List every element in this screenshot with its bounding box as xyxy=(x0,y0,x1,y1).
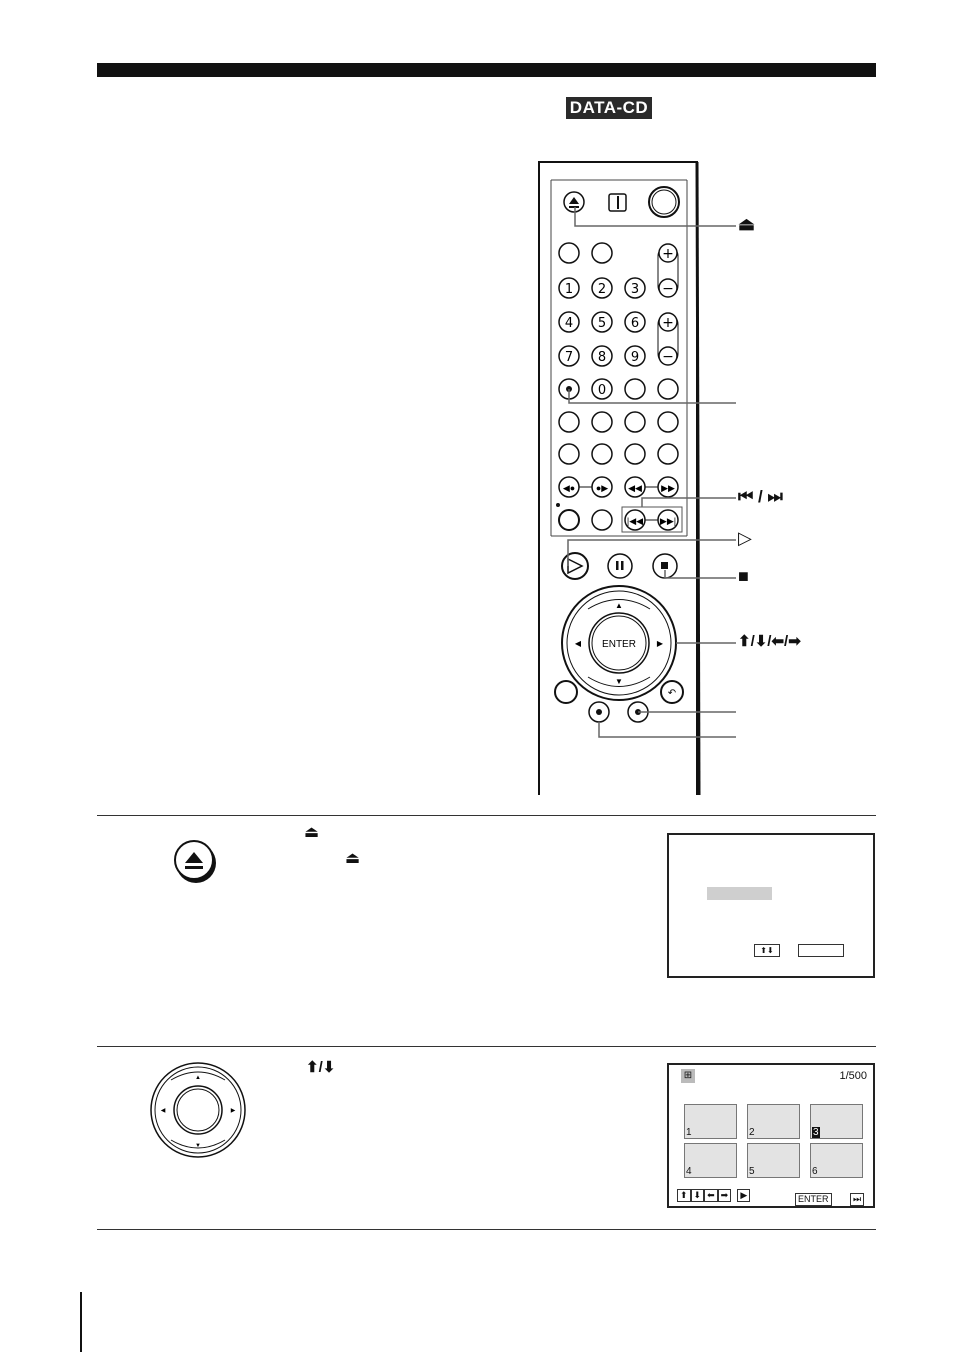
thumbnail-label: 5 xyxy=(749,1166,755,1177)
left-key-icon: ⬅ xyxy=(704,1189,718,1202)
svg-text:−: − xyxy=(662,349,674,365)
step1-eject-symbol-2: ⏏ xyxy=(345,850,361,867)
enter-key-label: ENTER xyxy=(795,1193,832,1206)
callout-eject: ⏏ xyxy=(738,214,756,234)
svg-text:▲: ▲ xyxy=(615,601,623,610)
svg-text:◀◀: ◀◀ xyxy=(628,483,642,493)
num-key-8: 8 xyxy=(598,350,606,365)
svg-text:|◀◀: |◀◀ xyxy=(627,516,643,526)
num-key-2: 2 xyxy=(598,282,606,297)
num-key-7: 7 xyxy=(565,350,573,365)
nav-keys-bar: ⬆⬇⬅➡ ▶ xyxy=(677,1189,751,1202)
callout-play: ▷ xyxy=(738,528,752,548)
thumbnail-4[interactable] xyxy=(684,1143,737,1178)
eject-button-icon xyxy=(174,840,216,883)
num-key-4: 4 xyxy=(565,316,573,331)
remote-illustration: + − + − 1 2 3 4 5 6 7 8 9 0 ◀● ●▶ ◀◀ ▶▶ xyxy=(538,161,736,796)
thumbnail-label-selected: 3 xyxy=(812,1127,820,1138)
svg-text:▶▶: ▶▶ xyxy=(661,483,675,493)
thumbnail-label: 1 xyxy=(686,1127,692,1138)
callout-stop: ■ xyxy=(738,566,749,586)
svg-text:▶▶|: ▶▶| xyxy=(660,516,676,526)
callout-arrows: ⬆/⬇/⬅/➡ xyxy=(738,633,801,650)
thumbnail-label: 2 xyxy=(749,1127,755,1138)
callout-prev-next: ⏮ / ⏭ xyxy=(738,487,783,506)
num-key-1: 1 xyxy=(565,282,573,297)
updown-key-icon: ⬆⬇ xyxy=(754,944,780,957)
page-counter: 1/500 xyxy=(839,1070,867,1082)
svg-text:◀: ◀ xyxy=(575,639,582,648)
svg-text:▶: ▶ xyxy=(657,639,664,648)
joystick-icon: ▲ ▼ ◀ ▶ xyxy=(150,1062,246,1158)
play-key-icon: ▶ xyxy=(737,1189,751,1202)
num-key-9: 9 xyxy=(631,350,639,365)
num-key-0: 0 xyxy=(598,383,606,398)
svg-text:▼: ▼ xyxy=(195,1143,201,1149)
svg-text:▲: ▲ xyxy=(195,1075,201,1081)
right-key-icon: ➡ xyxy=(717,1189,732,1202)
button-box xyxy=(798,944,844,957)
num-key-6: 6 xyxy=(631,316,639,331)
svg-text:▶: ▶ xyxy=(231,1108,236,1114)
thumbnail-3[interactable] xyxy=(810,1104,863,1139)
tv-screen-1: ⬆⬇ xyxy=(667,833,875,978)
svg-text:+: + xyxy=(662,246,674,262)
data-cd-badge: DATA-CD xyxy=(566,97,652,119)
svg-text:+: + xyxy=(662,315,674,331)
svg-text:−: − xyxy=(662,281,674,297)
svg-text:↶: ↶ xyxy=(668,688,676,699)
header-bar xyxy=(97,63,876,77)
svg-text:◀●: ◀● xyxy=(563,483,575,493)
svg-text:▼: ▼ xyxy=(615,677,623,686)
thumbnail-view-icon: ⊞ xyxy=(681,1069,695,1083)
thumbnail-2[interactable] xyxy=(747,1104,800,1139)
next-key-icon: ⏭ xyxy=(850,1193,865,1206)
thumbnail-label: 6 xyxy=(812,1166,818,1177)
menu-highlight xyxy=(707,887,772,900)
num-key-3: 3 xyxy=(631,282,639,297)
svg-text:◀: ◀ xyxy=(161,1108,166,1114)
svg-text:●▶: ●▶ xyxy=(596,483,608,493)
num-key-5: 5 xyxy=(598,316,606,331)
enter-key: ENTER xyxy=(602,639,636,650)
thumbnail-5[interactable] xyxy=(747,1143,800,1178)
step1-eject-symbol: ⏏ xyxy=(304,824,320,841)
up-key-icon: ⬆ xyxy=(677,1189,691,1202)
down-key-icon: ⬇ xyxy=(690,1189,705,1202)
section-divider xyxy=(97,1046,876,1047)
thumbnail-1[interactable] xyxy=(684,1104,737,1139)
thumbnail-label: 4 xyxy=(686,1166,692,1177)
page-margin-bar xyxy=(80,1292,82,1352)
next-key-box: ⏭ xyxy=(850,1189,865,1207)
step2-arrow-symbols: ⬆/⬇ xyxy=(306,1059,336,1076)
enter-key-box: ENTER xyxy=(795,1189,832,1207)
section-divider xyxy=(97,1229,876,1230)
section-divider xyxy=(97,815,876,816)
tv-screen-2: ⊞ 1/500 1 2 3 4 5 6 ⬆⬇⬅➡ ▶ ENTER ⏭ xyxy=(667,1063,875,1208)
thumbnail-6[interactable] xyxy=(810,1143,863,1178)
